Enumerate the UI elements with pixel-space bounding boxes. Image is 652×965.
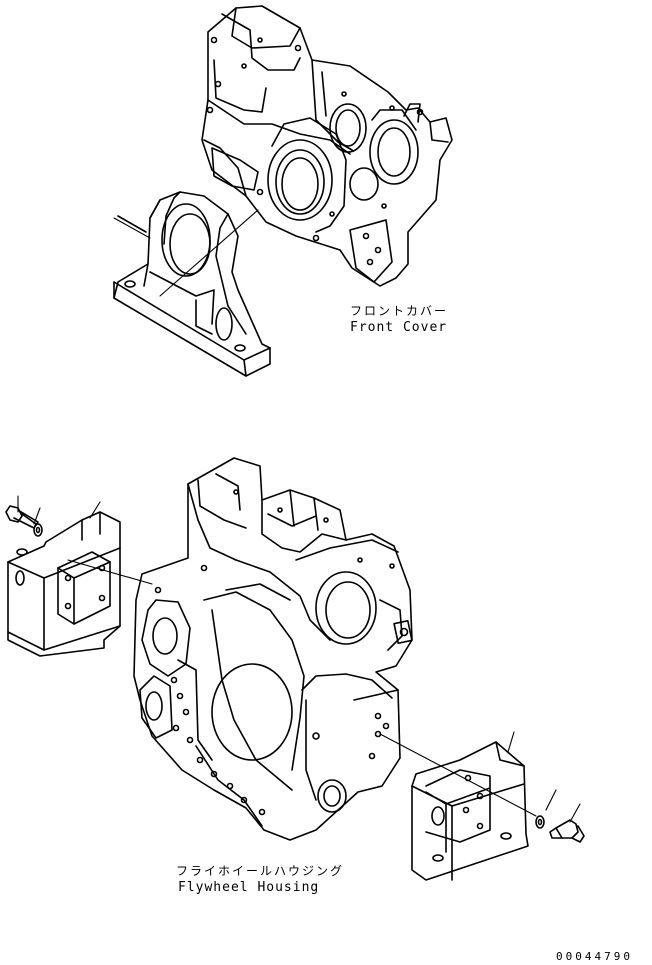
front-cover-part — [202, 6, 452, 286]
drawing-number: 00044790 — [556, 950, 633, 963]
right-washer — [536, 816, 544, 828]
left-washer — [34, 524, 42, 536]
left-bolt — [6, 506, 38, 528]
flywheel-housing-label-en: Flywheel Housing — [178, 880, 320, 895]
right-mounting-bracket — [412, 742, 528, 880]
front-cover-label-jp: フロントカバー — [350, 304, 449, 318]
flywheel-housing-label-jp: フライホイールハウジング — [176, 864, 345, 878]
left-mounting-bracket — [8, 512, 120, 656]
flywheel-housing-part — [134, 458, 412, 840]
front-cover-label-en: Front Cover — [350, 320, 448, 335]
leader-lines — [18, 210, 580, 822]
right-bolt — [550, 820, 584, 842]
